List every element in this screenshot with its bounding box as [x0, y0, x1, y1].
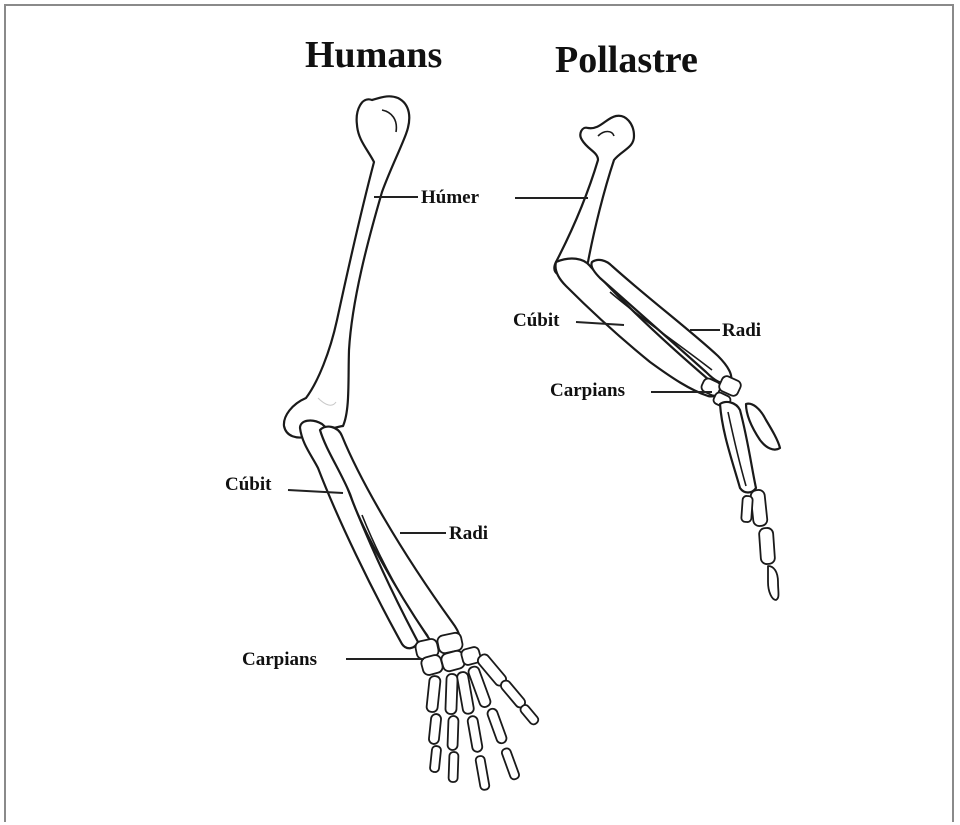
- chicken-radius-label: Radi: [722, 320, 761, 341]
- human-humerus: [284, 96, 409, 437]
- human-humerus-label: Húmer: [421, 187, 480, 208]
- chicken-humerus: [554, 116, 634, 275]
- human-ulna-label: Cúbit: [225, 474, 272, 495]
- human-hand-fingers: [426, 652, 540, 790]
- human-title: Humans: [305, 34, 442, 76]
- chicken-digits: [720, 402, 780, 600]
- human-arm: Húmer Cúbit Radi Carpians: [225, 96, 540, 790]
- chicken-carpals-label: Carpians: [550, 380, 625, 401]
- human-radius-callout: Radi: [400, 523, 488, 544]
- chicken-ulna-label: Cúbit: [513, 310, 560, 331]
- human-radius-label: Radi: [449, 523, 488, 544]
- chicken-ulna: [555, 259, 717, 397]
- chicken-title: Pollastre: [555, 39, 698, 81]
- chicken-wing: Cúbit Radi Carpians: [513, 116, 780, 600]
- human-humerus-callout: Húmer: [374, 187, 480, 208]
- chicken-radius-callout: Radi: [690, 320, 761, 341]
- human-ulna: [300, 421, 418, 649]
- human-carpals-label: Carpians: [242, 649, 317, 670]
- human-carpals-callout: Carpians: [242, 649, 424, 670]
